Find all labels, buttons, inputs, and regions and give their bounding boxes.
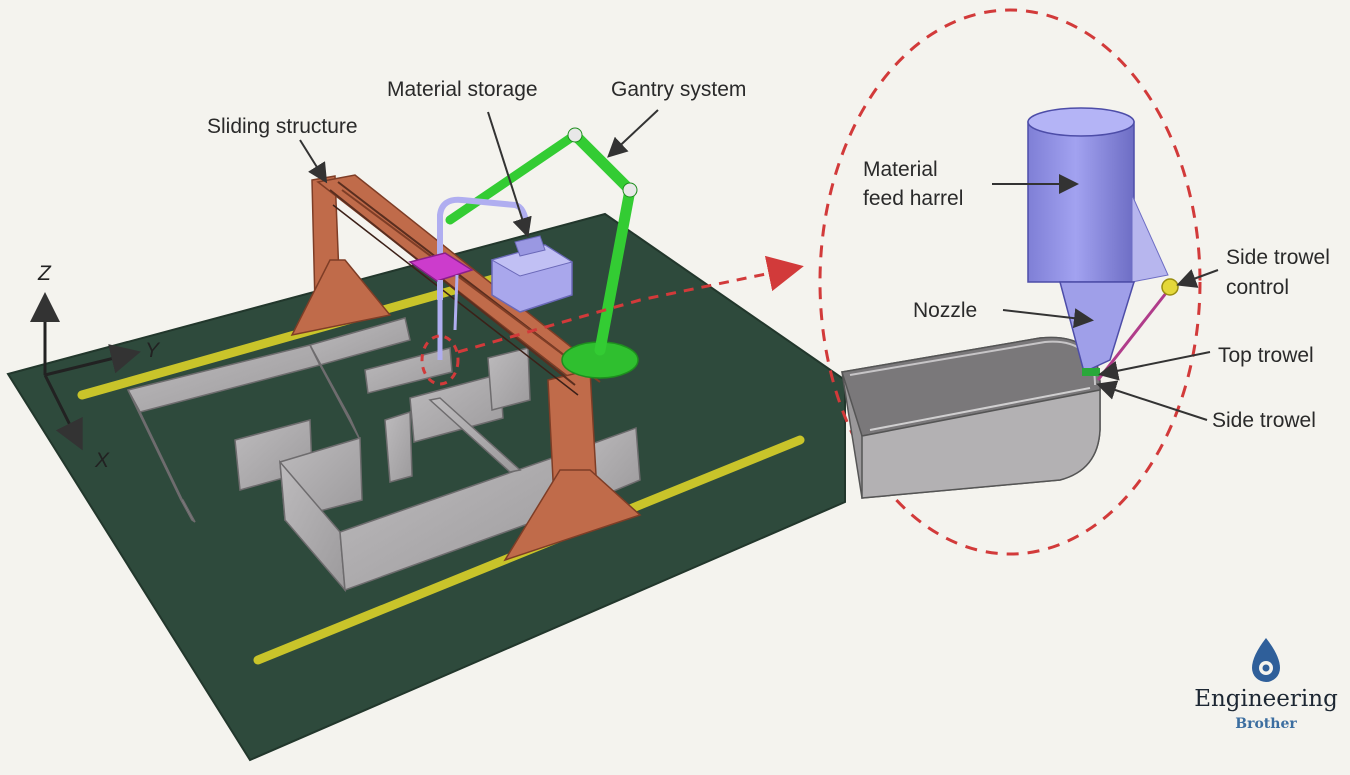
gear-drop-icon (1252, 638, 1280, 682)
label-top-trowel: Top trowel (1218, 344, 1314, 367)
label-material-storage: Material storage (387, 78, 538, 101)
engineering-brother-logo: Engineering Brother (1194, 638, 1338, 732)
axis-x-label: X (94, 449, 110, 472)
label-side-trowel: Side trowel (1212, 409, 1316, 432)
logo-main-text: Engineering (1194, 686, 1338, 712)
feed-barrel (1028, 108, 1168, 282)
logo-sub-text: Brother (1235, 716, 1297, 732)
top-trowel (1082, 368, 1100, 376)
label-gantry-system: Gantry system (611, 78, 746, 101)
label-material-feed-2: feed harrel (863, 187, 963, 210)
axis-y-label: Y (145, 339, 161, 362)
side-trowel-control-knob (1162, 279, 1178, 295)
zoom-wall-segment (842, 337, 1100, 498)
axis-z-label: Z (37, 262, 52, 285)
label-side-trowel-control-2: control (1226, 276, 1289, 299)
label-material-feed-1: Material (863, 158, 938, 181)
label-side-trowel-control-1: Side trowel (1226, 246, 1330, 269)
label-sliding-structure: Sliding structure (207, 115, 358, 138)
label-nozzle: Nozzle (913, 299, 977, 322)
